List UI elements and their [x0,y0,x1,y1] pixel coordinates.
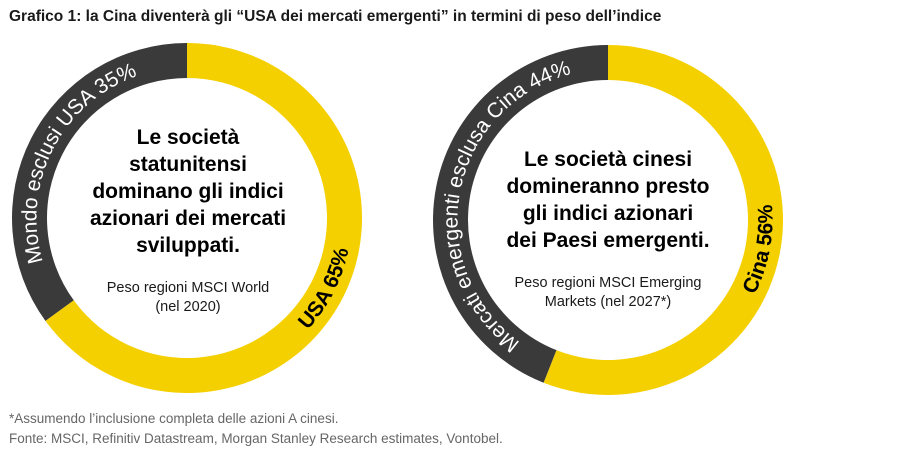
donut-1-headline-line: sviluppati. [136,234,240,257]
donut-1-center: Le società statunitensi dominano gli ind… [83,124,293,317]
donut-2-slice-2 [432,44,608,383]
footnote: *Assumendo l’inclusione completa delle a… [9,411,339,426]
donut-1-slice-2 [12,43,188,321]
donut-2-subtitle-line: Markets (nel 2027*) [544,294,672,310]
donut-1-headline-line: dominano gli indici [92,180,284,203]
donut-2-slice-1-label: Cina 56% [738,204,778,297]
donut-2-headline-line: Le società cinesi [523,148,693,171]
donut-2-center: Le società cinesi domineranno presto gli… [488,146,728,312]
donut-2-headline-line: gli indici azionari [522,202,694,225]
donut-2-subtitle: Peso regioni MSCI Emerging Markets (nel … [488,274,728,312]
donut-1-subtitle-line: Peso regioni MSCI World [106,280,270,296]
donut-2-slice-1 [543,45,783,395]
donut-1-subtitle: Peso regioni MSCI World (nel 2020) [83,279,293,317]
donut-1-headline-line: azionari dei mercati [89,207,287,230]
source-note: Fonte: MSCI, Refinitiv Datastream, Morga… [9,431,503,446]
donut-1-headline-line: statunitensi [129,153,247,176]
donut-2-headline: Le società cinesi domineranno presto gli… [488,146,728,254]
chart-title: Grafico 1: la Cina diventerà gli “USA de… [9,8,662,25]
donut-2-headline-line: dei Paesi emergenti. [506,229,710,252]
donut-1-headline-line: Le società [136,126,240,149]
donut-2-headline-line: domineranno presto [506,175,710,198]
donut-2-subtitle-line: Peso regioni MSCI Emerging [514,275,702,291]
donut-1-headline: Le società statunitensi dominano gli ind… [83,124,293,259]
donut-1-subtitle-line: (nel 2020) [155,299,221,315]
